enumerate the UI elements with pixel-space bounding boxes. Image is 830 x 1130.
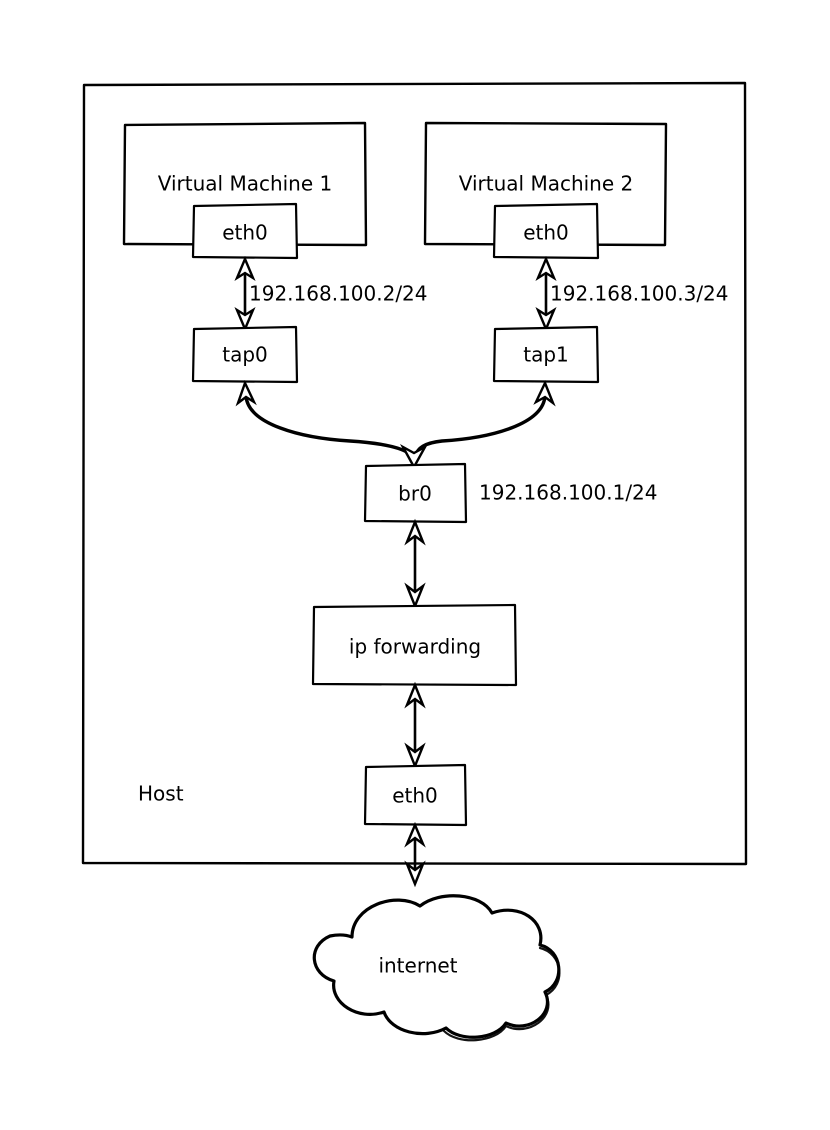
vm1-eth0-label: eth0	[222, 221, 268, 245]
br0-label: br0	[398, 482, 432, 506]
arrow-head-up	[234, 255, 256, 282]
arrow-head-up	[235, 379, 257, 407]
virtual-machine-2-label: Virtual Machine 2	[459, 172, 634, 196]
virtual-machine-1-box	[122, 121, 368, 247]
arrow-head-down	[234, 306, 256, 333]
internet-cloud-sketch-echo	[442, 946, 561, 1042]
br0-ip-label: 192.168.100.1/24	[479, 481, 658, 505]
vm1-eth0-box	[191, 202, 299, 260]
tap1-label: tap1	[523, 343, 569, 367]
virtual-machine-1-label: Virtual Machine 1	[158, 172, 333, 196]
host-eth0-label: eth0	[392, 784, 438, 808]
tap0-box	[191, 325, 299, 384]
arrow-head-down	[404, 742, 426, 770]
arrow-head-down	[404, 860, 426, 888]
br0-inbound-arrow-head	[399, 443, 429, 470]
br0-box	[363, 462, 468, 524]
arrow-head-down	[404, 582, 426, 610]
vm1-ip-label: 192.168.100.2/24	[249, 282, 428, 306]
tap1-to-br0-connector	[413, 380, 556, 458]
internet-cloud-shape	[312, 894, 561, 1039]
arrow-head-up	[535, 255, 557, 282]
tap1-box	[492, 325, 600, 384]
br0-to-ip-forwarding-connector	[404, 518, 426, 610]
internet-label: internet	[378, 954, 457, 978]
vm1-eth0-to-tap0-connector	[234, 255, 256, 333]
vm2-eth0-label: eth0	[523, 221, 569, 245]
host-label: Host	[138, 782, 184, 806]
arrow-head-up	[404, 821, 426, 848]
tap0-to-br0-connector	[235, 379, 414, 458]
arrow-head-up	[533, 380, 556, 407]
arrow-head-up	[404, 681, 426, 709]
arrow-head-down	[535, 306, 557, 333]
tap0-label: tap0	[222, 343, 268, 367]
arrow-head-up	[404, 518, 426, 546]
ip-forwarding-to-host-eth0-connector	[404, 681, 426, 770]
ip-forwarding-box	[311, 603, 518, 687]
host-eth0-to-internet-connector	[404, 821, 426, 888]
vm2-eth0-box	[492, 202, 600, 260]
host-eth0-box	[363, 763, 468, 827]
virtual-machine-2-box	[423, 121, 668, 247]
vm2-eth0-to-tap1-connector	[535, 255, 557, 333]
vm2-ip-label: 192.168.100.3/24	[550, 282, 729, 306]
ip-forwarding-label: ip forwarding	[349, 635, 481, 659]
